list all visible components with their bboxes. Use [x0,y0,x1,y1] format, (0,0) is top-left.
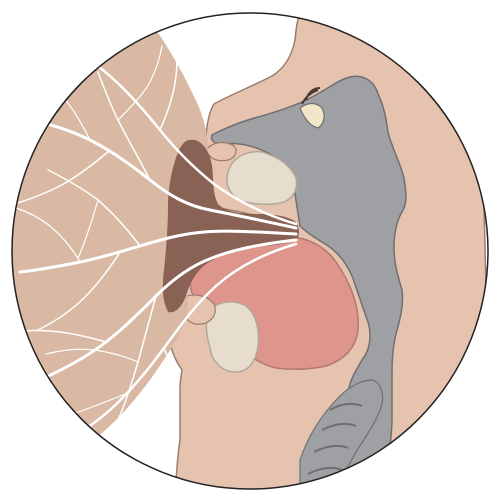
diagram-svg [0,0,491,495]
breastfeeding-latch-diagram [0,0,491,495]
